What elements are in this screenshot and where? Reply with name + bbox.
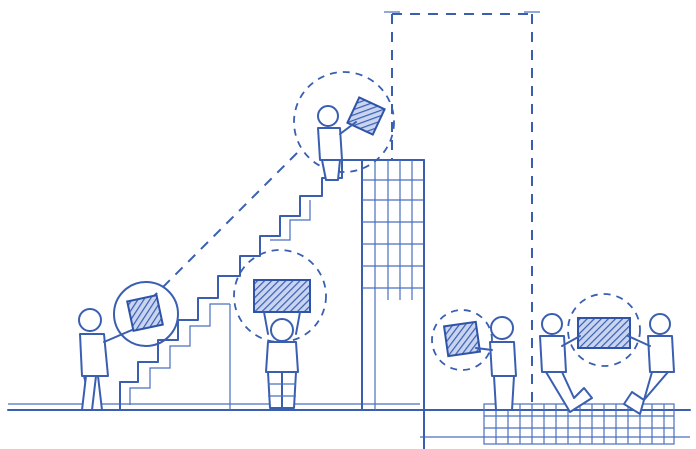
person-handing-box — [79, 282, 178, 410]
person-receiving-box-top — [294, 72, 394, 180]
staircase — [120, 160, 362, 410]
dashed-diagonal — [150, 150, 300, 300]
ground-line — [8, 404, 690, 437]
person-lifting-box-overhead — [234, 250, 326, 408]
grid-block-center — [362, 160, 424, 449]
person-holding-box-right — [432, 310, 516, 410]
pair-carrying-box — [540, 294, 674, 414]
